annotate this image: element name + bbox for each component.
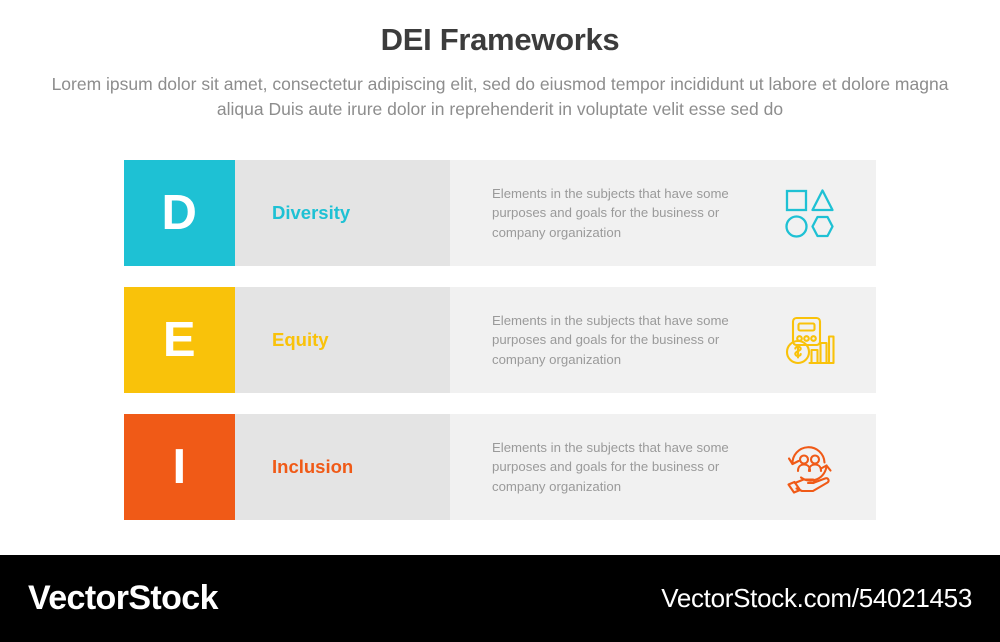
framework-row-equity[interactable]: E Equity Elements in the subjects that h… — [124, 287, 876, 393]
label-cell-inclusion: Inclusion — [235, 414, 450, 520]
slide-canvas: DEI Frameworks Lorem ipsum dolor sit ame… — [0, 0, 1000, 520]
letter-glyph: D — [161, 185, 198, 240]
letter-glyph: E — [162, 312, 197, 367]
hand-people-cycle-icon — [780, 437, 840, 497]
letter-tile-inclusion: I — [124, 414, 235, 520]
framework-label: Inclusion — [272, 455, 354, 477]
label-cell-diversity: Diversity — [235, 160, 450, 266]
framework-description: Elements in the subjects that have some … — [492, 439, 729, 494]
framework-row-inclusion[interactable]: I Inclusion Elements in the subjects tha… — [124, 414, 876, 520]
framework-label: Equity — [272, 328, 329, 350]
page-title: DEI Frameworks — [380, 22, 620, 57]
header: DEI Frameworks Lorem ipsum dolor sit ame… — [0, 0, 1000, 123]
framework-label: Diversity — [272, 201, 351, 223]
letter-glyph: I — [172, 439, 187, 494]
framework-description: Elements in the subjects that have some … — [492, 185, 729, 240]
label-cell-equity: Equity — [235, 287, 450, 393]
shapes-icon — [780, 183, 840, 243]
vectorstock-url: VectorStock.com/54021453 — [661, 583, 972, 613]
body-cell-equity: Elements in the subjects that have some … — [450, 287, 876, 393]
framework-rows-list: D Diversity Elements in the subjects tha… — [124, 160, 876, 520]
letter-tile-equity: E — [124, 287, 235, 393]
framework-description: Elements in the subjects that have some … — [492, 312, 729, 367]
body-cell-diversity: Elements in the subjects that have some … — [450, 160, 876, 266]
page-subtitle: Lorem ipsum dolor sit amet, consectetur … — [51, 73, 949, 120]
framework-row-diversity[interactable]: D Diversity Elements in the subjects tha… — [124, 160, 876, 266]
calculator-chart-coin-icon — [780, 310, 840, 370]
vectorstock-watermark-bar: VectorStock VectorStock.com/54021453 — [0, 555, 1000, 642]
body-cell-inclusion: Elements in the subjects that have some … — [450, 414, 876, 520]
letter-tile-diversity: D — [124, 160, 235, 266]
vectorstock-logo: VectorStock — [28, 579, 219, 617]
